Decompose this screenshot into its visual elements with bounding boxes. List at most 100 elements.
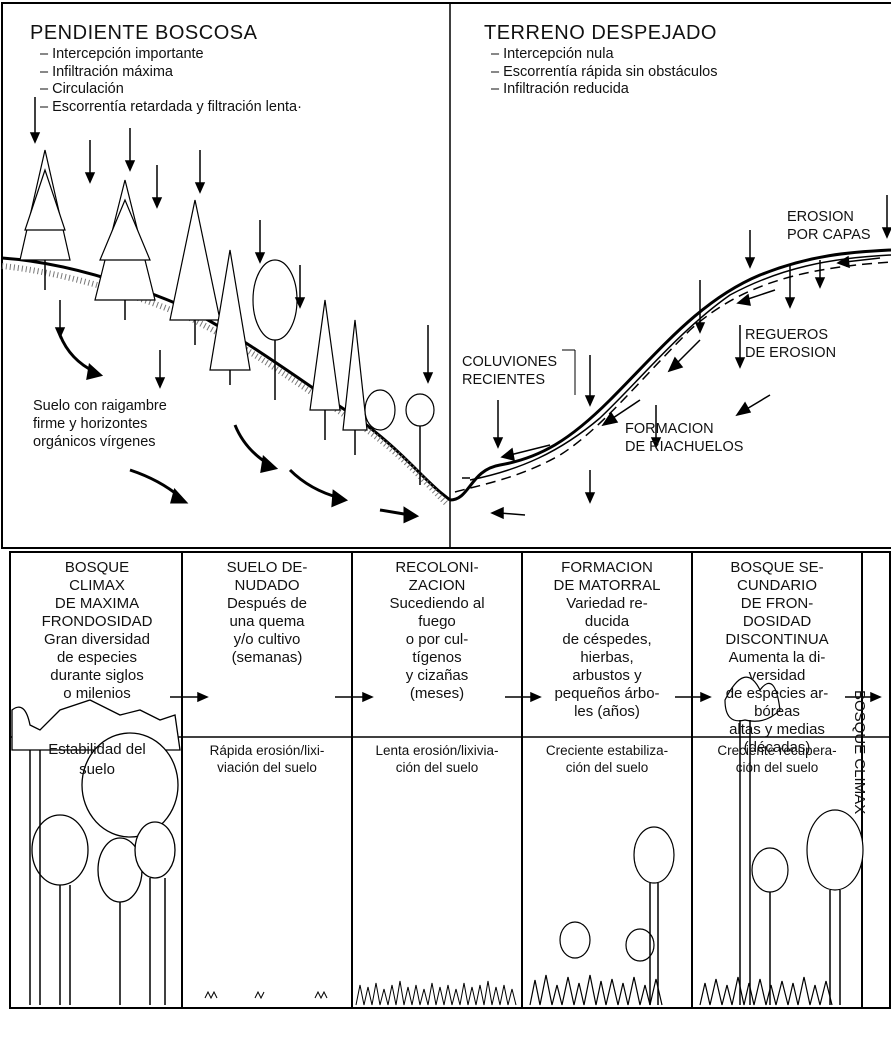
stage-line: (semanas) [231,649,303,666]
stage-line: DOSIDAD [742,613,812,630]
succession-table-graphics [9,551,891,1009]
footer-line: Lenta erosión/lixivia- [375,743,499,758]
stage-climax-forest: BOSQUE CLIMAX DE MAXIMA FRONDOSIDAD Gran… [12,559,182,703]
soil-note-line: firme y horizontes [33,416,148,432]
forest-title: PENDIENTE BOSCOSA [30,22,258,44]
label-erosion-capas: EROSION POR CAPAS [787,208,871,244]
stage-line: de especies [56,649,138,666]
forest-bullet: Infiltración máxima [40,64,302,82]
rill-line [469,254,891,481]
column-dividers [181,552,863,1008]
stage-line: bóreas [754,703,800,720]
cleared-ground-line [449,248,891,502]
stage-arrows [170,691,882,703]
label-line: FORMACION [625,421,714,437]
grass-recolonization [355,980,517,1006]
footer-line: Creciente estabiliza- [545,743,669,758]
bare-soil-tufts [204,990,328,1000]
stage-line: DE MAXIMA [54,595,140,612]
stage-line: CLIMAX [69,577,125,594]
footer-line: ción del suelo [735,760,819,775]
footer-soil-stability: Estabilidad del suelo [12,740,182,780]
stage-line: de especies ar- [725,685,829,702]
stage-line: arbustos y [572,667,642,684]
stage-line: de céspedes, [562,631,652,648]
stage-line: Variedad re- [566,595,648,612]
stage-line: ducida [584,613,630,630]
stage-line: versidad [748,667,806,684]
stage-shrubland: FORMACION DE MATORRAL Variedad re- ducid… [522,559,692,721]
stage-line: y cizañas [405,667,469,684]
climax-forest-trees [11,699,181,903]
sheet-erosion-line [454,261,891,493]
final-stage-cell: BOSQUE CLIMAX [851,560,890,814]
secondary-forest-trunks [739,720,841,1005]
stage-line: una quema [229,613,305,630]
cleared-bullet: Intercepción nula [491,46,718,64]
label-line: POR CAPAS [787,227,871,243]
footer-stabilization: Creciente estabiliza- ción del suelo [522,742,692,776]
stage-line: ZACION [408,577,466,594]
footer-line: Creciente recupera- [717,743,837,758]
soil-note-line: orgánicos vírgenes [33,434,156,450]
label-pointers [562,349,576,395]
label-line: RECIENTES [462,372,545,388]
stage-line: Gran diversidad [44,631,150,648]
stage-line: altas y medias [729,721,825,738]
forest-trees [19,149,435,431]
forest-bullet: Escorrentía retardada y filtración lenta… [40,99,302,117]
stage-line: BOSQUE SE- [730,559,824,576]
label-riachuelos: FORMACION DE RIACHUELOS [625,420,743,456]
forest-trunks [44,260,421,485]
cleared-bullet: Infiltración reducida [491,81,718,99]
label-line: DE RIACHUELOS [625,439,744,455]
footer-line: suelo [79,761,115,778]
stage-line: SUELO DE- [226,559,308,576]
stage-line: durante siglos [50,667,144,684]
stage-line: pequeños árbo- [554,685,660,702]
stage-line: FORMACION [561,559,653,576]
stage-line: CUNDARIO [736,577,817,594]
soil-note-line: Suelo con raigambre [33,398,167,414]
top-frame [1,2,891,549]
footer-slow-erosion: Lenta erosión/lixivia- ción del suelo [352,742,522,776]
stage-line: (décadas) [743,739,811,756]
climax-forest-trunks [29,750,166,1005]
stage-line: DE FRON- [740,595,814,612]
stage-line: RECOLONI- [395,559,479,576]
label-line: COLUVIONES [462,354,558,370]
stage-line: fuego [418,613,456,630]
stage-line: les (años) [574,703,640,720]
stage-line: (meses) [409,685,465,702]
label-line: DE EROSION [745,345,837,361]
stage-secondary-forest: BOSQUE SE- CUNDARIO DE FRON- DOSIDAD DIS… [692,559,862,757]
secondary-forest-trees [699,676,864,1006]
stage-line: y/o cultivo [233,631,301,648]
footer-line: ción del suelo [395,760,479,775]
cleared-title: TERRENO DESPEJADO [484,22,717,44]
stage-line: hierbas, [580,649,634,666]
rain-arrows-cleared [492,195,891,504]
footer-line: Estabilidad del [48,741,146,758]
stage-line: Aumenta la di- [728,649,826,666]
stage-line: DISCONTINUA [725,631,829,648]
stage-line: DE MATORRAL [553,577,661,594]
stage-line: NUDADO [234,577,300,594]
label-line: EROSION [787,209,854,225]
cleared-bullet: Escorrentía rápida sin obstáculos [491,64,717,82]
stage-line: Sucediendo al [389,595,485,612]
footer-line: viación del suelo [217,760,317,775]
shrubland-plants [529,826,675,1006]
footer-recovery: Creciente recupera- ción del suelo [692,742,862,776]
stage-line: o milenios [63,685,131,702]
runoff-arrows-forest [58,334,420,524]
stage-line: tígenos [412,649,462,666]
cleared-bullets: Intercepción nula Escorrentía rápida sin… [491,46,718,99]
footer-line: Rápida erosión/lixi- [209,743,325,758]
rain-arrows-forest [29,97,434,389]
shrubland-trunks [649,883,659,1005]
forest-bullet: Intercepción importante [40,46,302,64]
forest-bullet: Circulación [40,81,302,99]
table-frame [9,551,891,1009]
footer-line: ción del suelo [565,760,649,775]
